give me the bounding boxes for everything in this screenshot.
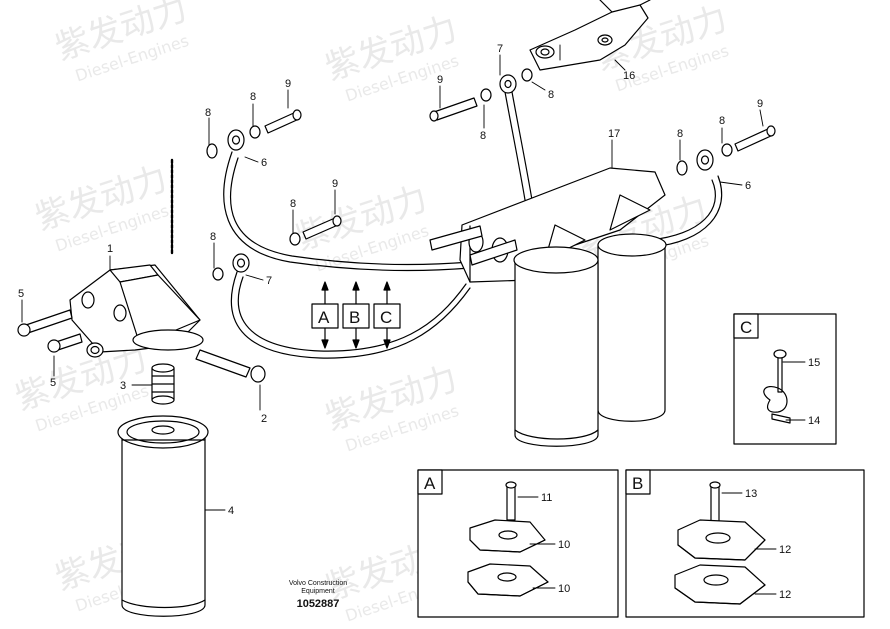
detail-box-c: [733, 313, 837, 445]
bolt-5-upper: [17, 309, 73, 337]
callout-6-right: 6: [745, 180, 751, 192]
callout-7-top: 7: [497, 43, 503, 55]
callout-8: 8: [205, 107, 211, 119]
callout-8: 8: [210, 231, 216, 243]
washer: [289, 232, 301, 246]
bolt-2: [195, 349, 266, 383]
banjo-fitting: [232, 253, 250, 273]
callout-1: 1: [107, 243, 113, 255]
banjo-bolt: [734, 125, 776, 152]
callout-labels: 1 2 3 4 5 5 6 7 8 8 8 8 8 8 8 8 17 9 9 9…: [18, 43, 820, 601]
detail-box-b-letter: B: [632, 474, 643, 493]
leader-lines: [21, 44, 806, 595]
banjo-fitting: [227, 129, 245, 151]
bolt-5-lower: [47, 333, 83, 353]
callout-9: 9: [332, 178, 338, 190]
callout-9: 9: [757, 98, 763, 110]
banjo-fitting: [696, 149, 714, 171]
washer: [206, 143, 218, 159]
callout-12: 12: [779, 589, 791, 601]
callout-9: 9: [437, 74, 443, 86]
washer: [721, 143, 733, 157]
callout-8: 8: [548, 89, 554, 101]
callout-12: 12: [779, 544, 791, 556]
detail-box-letters: C A B: [424, 318, 752, 493]
callout-8: 8: [719, 115, 725, 127]
callout-13: 13: [745, 488, 757, 500]
washer: [676, 160, 688, 176]
banjo-bolt: [264, 109, 302, 134]
detail-box-c-letter: C: [740, 318, 752, 337]
footer-company-line2: Equipment: [301, 588, 335, 595]
section-tag-b: B: [349, 308, 360, 327]
fuel-filter-17-front: [513, 246, 599, 447]
callout-4: 4: [228, 505, 234, 517]
footer-company-line1: Volvo Construction: [289, 580, 347, 587]
hose-7-top: [504, 91, 533, 201]
threaded-nipple: [151, 363, 175, 405]
callout-3: 3: [120, 380, 126, 392]
drawing-number: 1052887: [297, 598, 340, 610]
section-tag-a: A: [318, 308, 330, 327]
callout-7-lower: 7: [266, 275, 272, 287]
detail-box-a-letter: A: [424, 474, 436, 493]
hose-6-left: [223, 151, 471, 272]
hose-6-right: [649, 175, 723, 248]
callout-6-left: 6: [261, 157, 267, 169]
hose-7-lower: [230, 271, 471, 359]
washer: [212, 267, 224, 281]
section-tag-letters: A B C: [318, 308, 392, 327]
callout-9: 9: [285, 78, 291, 90]
banjo-fitting: [499, 74, 517, 94]
callout-8: 8: [290, 198, 296, 210]
washer: [521, 68, 533, 82]
washer: [249, 125, 261, 139]
callout-10: 10: [558, 583, 570, 595]
filter-head: [69, 264, 204, 358]
banjo-bolt: [302, 215, 342, 240]
washer: [480, 88, 492, 102]
mounting-bracket: [529, 0, 651, 71]
fuel-filter-4: [117, 415, 209, 617]
footer-block: Volvo Construction Equipment 1052887: [289, 580, 347, 610]
callout-8: 8: [677, 128, 683, 140]
banjo-bolt: [429, 97, 478, 122]
fuel-filter-17-rear: [597, 233, 667, 422]
callout-11: 11: [541, 492, 552, 504]
callout-5-upper: 5: [18, 288, 24, 300]
callout-16: 16: [623, 70, 635, 82]
callout-14: 14: [808, 415, 820, 427]
callout-10: 10: [558, 539, 570, 551]
callout-8: 8: [250, 91, 256, 103]
callout-17: 17: [608, 128, 620, 140]
section-tags: [311, 281, 401, 349]
detail-box-b: [625, 469, 865, 618]
callout-8: 8: [480, 130, 486, 142]
section-tag-c: C: [380, 308, 392, 327]
callout-2: 2: [261, 413, 267, 425]
callout-15: 15: [808, 357, 820, 369]
callout-5-lower: 5: [50, 377, 56, 389]
detail-box-a: [417, 469, 619, 618]
